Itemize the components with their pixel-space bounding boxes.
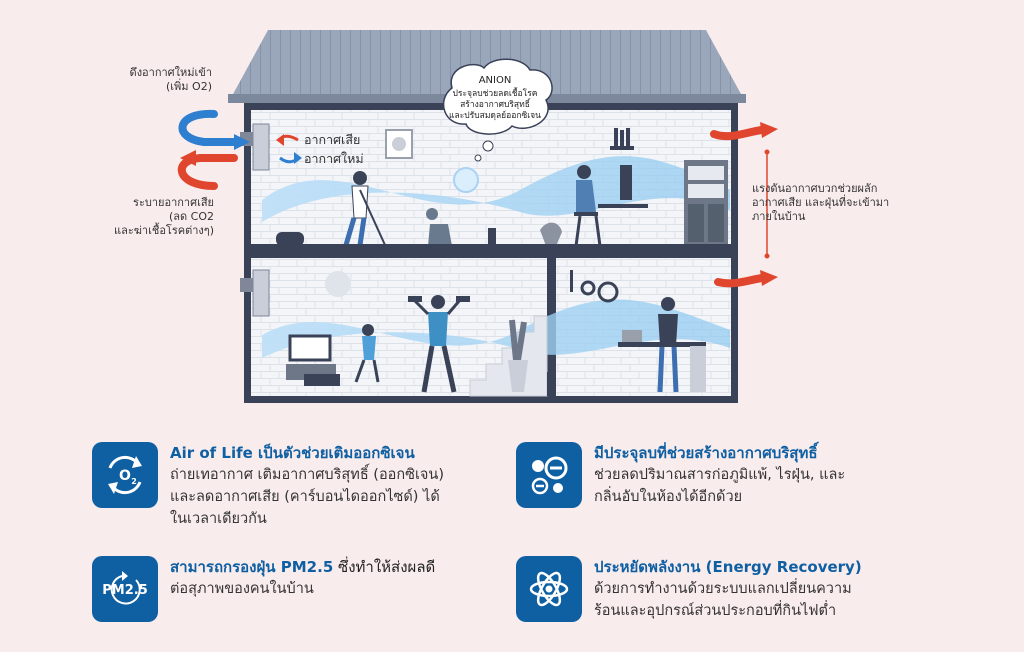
note-line: ภายในบ้าน bbox=[752, 210, 806, 223]
svg-text:O: O bbox=[119, 468, 131, 484]
feature-line: กลิ่นอับในห้องได้อีกด้วย bbox=[594, 489, 743, 505]
note-line: แรงดันอากาศบวกช่วยผลัก bbox=[752, 182, 878, 195]
anion-line: สร้างอากาศบริสุทธิ์ bbox=[460, 98, 531, 110]
house-illustration: อากาศเสีย อากาศใหม่ ANION ประจุลบช่วยลดเ… bbox=[177, 30, 778, 403]
o2-icon: O 2 bbox=[92, 442, 158, 508]
pressure-bracket bbox=[764, 149, 770, 259]
fresh-air-arrow bbox=[178, 109, 250, 150]
air-legend: อากาศเสีย อากาศใหม่ bbox=[276, 132, 364, 166]
fresh-air-arrow-icon bbox=[294, 152, 302, 164]
feature-energy: ประหยัดพลังงาน (Energy Recovery) ด้วยการ… bbox=[516, 556, 936, 636]
bad-air-arrow-icon bbox=[276, 134, 284, 146]
feature-line: ร้อนและอุปกรณ์ส่วนประกอบที่กินไฟต่ำ bbox=[594, 603, 837, 619]
pressure-arrow-upper bbox=[710, 122, 778, 141]
feature-line: ถ่ายเทอากาศ เติมอากาศบริสุทธิ์ (ออกซิเจน… bbox=[170, 467, 444, 483]
legend-bad-air: อากาศเสีย bbox=[304, 132, 360, 147]
note-line: (เพิ่ม O2) bbox=[166, 80, 212, 93]
feature-title-text: ประหยัดพลังงาน (Energy Recovery) bbox=[594, 558, 862, 576]
room-figures bbox=[251, 128, 731, 397]
anion-line: และปรับสมดุลย์ออกซิเจน bbox=[449, 110, 541, 121]
feature-pm25: PM2.5 สามารถกรองฝุ่น PM2.5 ซึ่งทำให้ส่งผ… bbox=[92, 556, 512, 626]
note-line: อากาศเสีย และฝุ่นที่จะเข้ามา bbox=[752, 196, 890, 209]
feature-oxygen: O 2 Air of Life เป็นตัวช่วยเติมออกซิเจน … bbox=[92, 442, 512, 542]
ventilation-unit bbox=[240, 123, 270, 317]
note-line: (ลด CO2 bbox=[168, 210, 214, 223]
svg-text:2: 2 bbox=[131, 477, 137, 486]
feature-line: และลดอากาศเสีย (คาร์บอนไดออกไซด์) ได้ bbox=[170, 489, 440, 505]
legend-fresh-air: อากาศใหม่ bbox=[304, 151, 364, 166]
pm25-icon: PM2.5 bbox=[92, 556, 158, 622]
feature-body: ช่วยลดปริมาณสารก่อภูมิแพ้, ไรฝุ่น, และ ก… bbox=[594, 464, 845, 508]
feature-title: มีประจุลบที่ช่วยสร้างอากาศบริสุทธิ์ bbox=[594, 442, 818, 464]
feature-anion: มีประจุลบที่ช่วยสร้างอากาศบริสุทธิ์ ช่วย… bbox=[516, 442, 936, 522]
feature-line: ในเวลาเดียวกัน bbox=[170, 511, 267, 527]
anion-bubble: ANION ประจุลบช่วยลดเชื้อโรค สร้างอากาศบร… bbox=[442, 58, 553, 162]
feature-title-text: สามารถกรองฝุ่น PM2.5 bbox=[170, 558, 334, 576]
feature-title: ประหยัดพลังงาน (Energy Recovery) bbox=[594, 556, 862, 578]
feature-title-rest: ซึ่งทำให้ส่งผลดี bbox=[333, 558, 436, 576]
anion-title: ANION bbox=[479, 75, 512, 86]
interior-wall bbox=[547, 258, 556, 276]
exhaust-note: ระบายอากาศเสีย (ลด CO2 และฆ่าเชื้อโรคต่า… bbox=[108, 196, 214, 238]
feature-line: ช่วยลดปริมาณสารก่อภูมิแพ้, ไรฝุ่น, และ bbox=[594, 467, 846, 483]
feature-title: สามารถกรองฝุ่น PM2.5 ซึ่งทำให้ส่งผลดี bbox=[170, 556, 435, 578]
pressure-arrow-lower bbox=[714, 270, 778, 288]
note-line: และฆ่าเชื้อโรคต่างๆ) bbox=[114, 224, 214, 237]
feature-body: ต่อสุภาพของคนในบ้าน bbox=[170, 578, 314, 600]
note-line: ดึงอากาศใหม่เข้า bbox=[129, 66, 212, 79]
feature-body: ถ่ายเทอากาศ เติมอากาศบริสุทธิ์ (ออกซิเจน… bbox=[170, 464, 444, 530]
exhaust-arrow bbox=[177, 150, 238, 190]
feature-body: ด้วยการทำงานด้วยระบบแลกเปลี่ยนความ ร้อนแ… bbox=[594, 578, 852, 622]
ion-icon bbox=[516, 442, 582, 508]
note-line: ระบายอากาศเสีย bbox=[133, 196, 214, 209]
feature-title: Air of Life เป็นตัวช่วยเติมออกซิเจน bbox=[170, 442, 415, 464]
feature-title-text: Air of Life เป็นตัวช่วยเติมออกซิเจน bbox=[170, 444, 415, 462]
feature-line: ด้วยการทำงานด้วยระบบแลกเปลี่ยนความ bbox=[594, 581, 852, 597]
pressure-note: แรงดันอากาศบวกช่วยผลัก อากาศเสีย และฝุ่น… bbox=[752, 182, 892, 224]
feature-title-text: มีประจุลบที่ช่วยสร้างอากาศบริสุทธิ์ bbox=[594, 444, 818, 462]
anion-line: ประจุลบช่วยลดเชื้อโรค bbox=[453, 87, 538, 99]
fresh-air-note: ดึงอากาศใหม่เข้า (เพิ่ม O2) bbox=[120, 66, 212, 94]
atom-icon bbox=[516, 556, 582, 622]
feature-line: ต่อสุภาพของคนในบ้าน bbox=[170, 581, 314, 597]
middle-floor bbox=[251, 248, 731, 258]
pm25-icon-text: PM2.5 bbox=[102, 583, 148, 598]
